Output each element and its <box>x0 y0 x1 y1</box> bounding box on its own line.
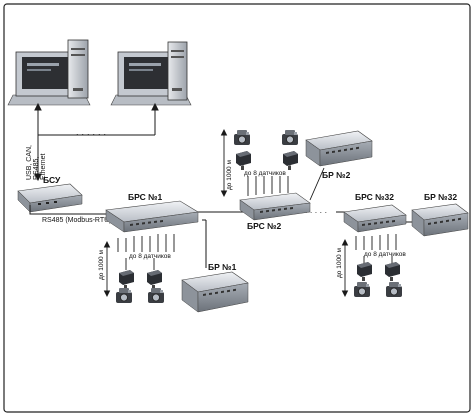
brs32-sensor-lines <box>355 234 397 264</box>
brs1-distance <box>103 240 111 298</box>
br32-label: БР №32 <box>424 192 457 202</box>
br1-label: БР №1 <box>208 262 237 272</box>
brs32-distance-label: до 1000 м <box>336 248 343 278</box>
controller-box-icon <box>343 204 407 233</box>
controller-box-icon <box>181 271 249 313</box>
br2-link <box>309 167 325 201</box>
rs485-label: RS485 (Modbus-RTU) <box>42 217 112 224</box>
computer-icon <box>7 39 91 106</box>
brs2-distance <box>220 128 228 198</box>
brs32-sensors-label: до 8 датчиков <box>364 251 406 258</box>
brs1-label: БРС №1 <box>128 192 163 202</box>
brs32-label: БРС №32 <box>355 192 394 202</box>
controller-box-icon <box>105 200 199 233</box>
controller-box-icon <box>17 183 83 213</box>
rs485-dots: · · · · · <box>305 208 327 217</box>
computer-icon <box>110 41 192 106</box>
pc-bus <box>34 102 159 182</box>
bus-dots: · · · · · · <box>76 129 107 139</box>
pc-link-label-2: RS485, <box>33 157 40 180</box>
frame <box>3 3 471 413</box>
br2-label: БР №2 <box>322 170 351 180</box>
brs32-distance <box>341 238 349 298</box>
brs1-sensor-lines <box>117 234 175 270</box>
brs2-distance-label: до 1000 м <box>226 160 233 190</box>
controller-box-icon <box>411 203 469 237</box>
pc-link-label-1: USB, CAN, <box>26 145 33 180</box>
controller-box-icon <box>305 130 373 167</box>
bsu-label: БСУ <box>43 175 61 185</box>
pc-link-label-3: Ethernet <box>40 153 47 180</box>
brs2-sensors-label: до 8 датчиков <box>244 170 286 177</box>
brs2-label: БРС №2 <box>247 221 282 231</box>
brs1-sensors-label: до 8 датчиков <box>129 253 171 260</box>
brs1-distance-label: до 1000 м <box>98 250 105 280</box>
controller-box-icon <box>239 192 311 221</box>
